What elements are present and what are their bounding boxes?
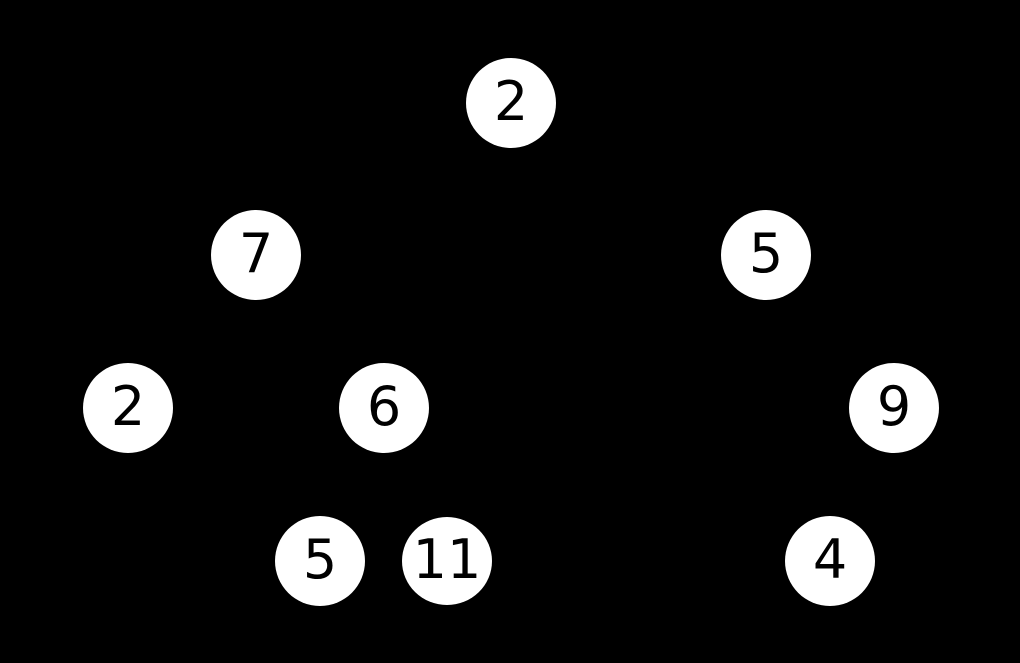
graph-node[interactable]: 4 (785, 516, 875, 606)
graph-node[interactable]: 5 (721, 210, 811, 300)
graph-node-label: 11 (412, 528, 482, 591)
graph-node-label: 5 (748, 222, 784, 285)
graph-node-label: 4 (812, 528, 848, 591)
graph-node[interactable]: 2 (83, 363, 173, 453)
graph-node-label: 2 (493, 70, 529, 133)
graph-node-label: 9 (876, 375, 912, 438)
graph-node-label: 5 (302, 528, 338, 591)
graph-node-label: 6 (366, 375, 402, 438)
graph-node-label: 7 (238, 222, 274, 285)
graph-node[interactable]: 7 (211, 210, 301, 300)
graph-node[interactable]: 9 (849, 363, 939, 453)
graph-node[interactable]: 11 (402, 517, 492, 605)
graph-node[interactable]: 5 (275, 516, 365, 606)
graph-node[interactable]: 2 (466, 58, 556, 148)
graph-node[interactable]: 6 (339, 363, 429, 453)
graph-node-label: 2 (110, 375, 146, 438)
